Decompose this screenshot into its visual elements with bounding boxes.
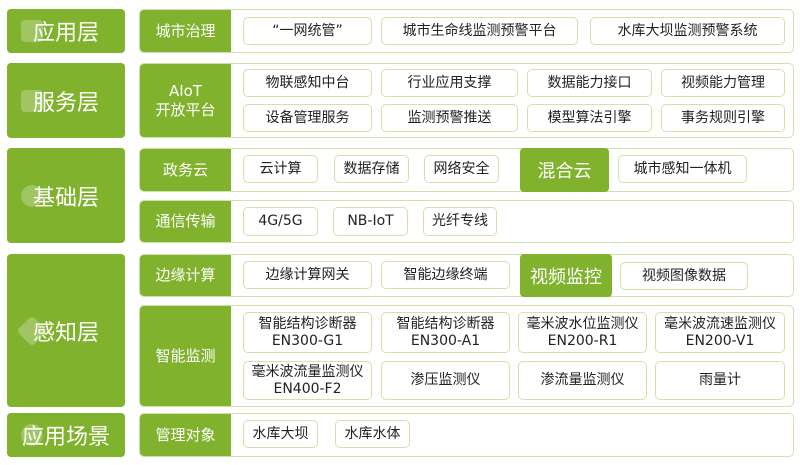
- layer-scene: 应用场景: [7, 413, 125, 457]
- box-icon: [21, 89, 43, 112]
- category-label: 政务云: [140, 149, 231, 191]
- layer-label: 应用层: [32, 21, 99, 46]
- device-model: EN300-G1: [271, 332, 344, 349]
- device-name: 毫米波流量监测仪: [251, 363, 364, 380]
- item-box: 城市生命线监测预警平台: [381, 17, 578, 45]
- device-name: 毫米波水位监测仪: [526, 315, 639, 332]
- item-box: 数据存储: [334, 155, 409, 183]
- item-box: 水库大坝: [243, 420, 318, 448]
- device-box: 渗流量监测仪: [518, 361, 647, 400]
- device-model: EN200-R1: [547, 332, 618, 349]
- item-box: 设备管理服务: [243, 104, 372, 132]
- layer-label: 基础层: [32, 185, 99, 211]
- layer-label: 服务层: [32, 90, 99, 116]
- item-box: 云计算: [243, 155, 318, 183]
- item-box: 模型算法引擎: [527, 104, 652, 132]
- device-box: 雨量计: [655, 361, 785, 400]
- item-box: NB-IoT: [333, 207, 408, 236]
- item-box: 视频图像数据: [620, 262, 748, 290]
- category-label: 通信传输: [140, 201, 231, 242]
- item-box: 数据能力接口: [527, 69, 652, 97]
- device-name: 渗流量监测仪: [540, 372, 625, 389]
- item-box: “一网统管”: [243, 17, 372, 45]
- item-box: 智能边缘终端: [381, 261, 510, 289]
- category-label: 城市治理: [140, 10, 231, 52]
- layer-sense: 感知层: [7, 254, 125, 407]
- item-box: 网络安全: [424, 155, 499, 183]
- item-box: 监测预警推送: [381, 104, 518, 132]
- category-line: AIoT: [168, 81, 202, 100]
- layer-base: 基础层: [7, 148, 125, 243]
- highlight-label: 混合云: [520, 148, 609, 192]
- layer-label: 应用场景: [21, 425, 110, 450]
- device-name: 智能结构诊断器: [396, 315, 495, 332]
- device-name: 渗压监测仪: [410, 372, 481, 389]
- device-model: EN200-V1: [685, 332, 755, 349]
- cloud-icon: [21, 184, 43, 207]
- device-model: EN400-F2: [273, 380, 342, 397]
- item-box: 城市感知一体机: [618, 155, 747, 183]
- item-box: 水库水体: [335, 420, 410, 448]
- item-box: 事务规则引擎: [661, 104, 785, 132]
- highlight-label: 视频监控: [520, 254, 612, 297]
- app-icon: [21, 20, 43, 42]
- item-box: 4G/5G: [243, 207, 318, 236]
- category-label: 管理对象: [140, 414, 231, 456]
- category-label: 边缘计算: [140, 255, 231, 296]
- item-box: 边缘计算网关: [243, 261, 372, 289]
- device-name: 智能结构诊断器: [258, 315, 357, 332]
- category-label: 智能监测: [140, 306, 231, 406]
- layer-label: 感知层: [32, 320, 99, 346]
- item-box: 物联感知中台: [243, 69, 372, 97]
- item-box: 视频能力管理: [661, 69, 785, 97]
- item-box: 行业应用支撑: [381, 69, 518, 97]
- item-box: 水库大坝监测预警系统: [590, 17, 785, 45]
- device-box: 渗压监测仪: [381, 361, 510, 400]
- device-model: EN300-A1: [410, 332, 481, 349]
- device-name: 毫米波流速监测仪: [664, 315, 776, 332]
- device-name: 雨量计: [699, 372, 741, 389]
- layer-application: 应用层: [7, 9, 125, 53]
- panel-management-target: 管理对象: [139, 413, 794, 457]
- circle-icon: [21, 424, 43, 446]
- item-box: 光纤专线: [423, 207, 497, 236]
- layer-service: 服务层: [7, 63, 125, 138]
- category-line: 开放平台: [155, 100, 216, 119]
